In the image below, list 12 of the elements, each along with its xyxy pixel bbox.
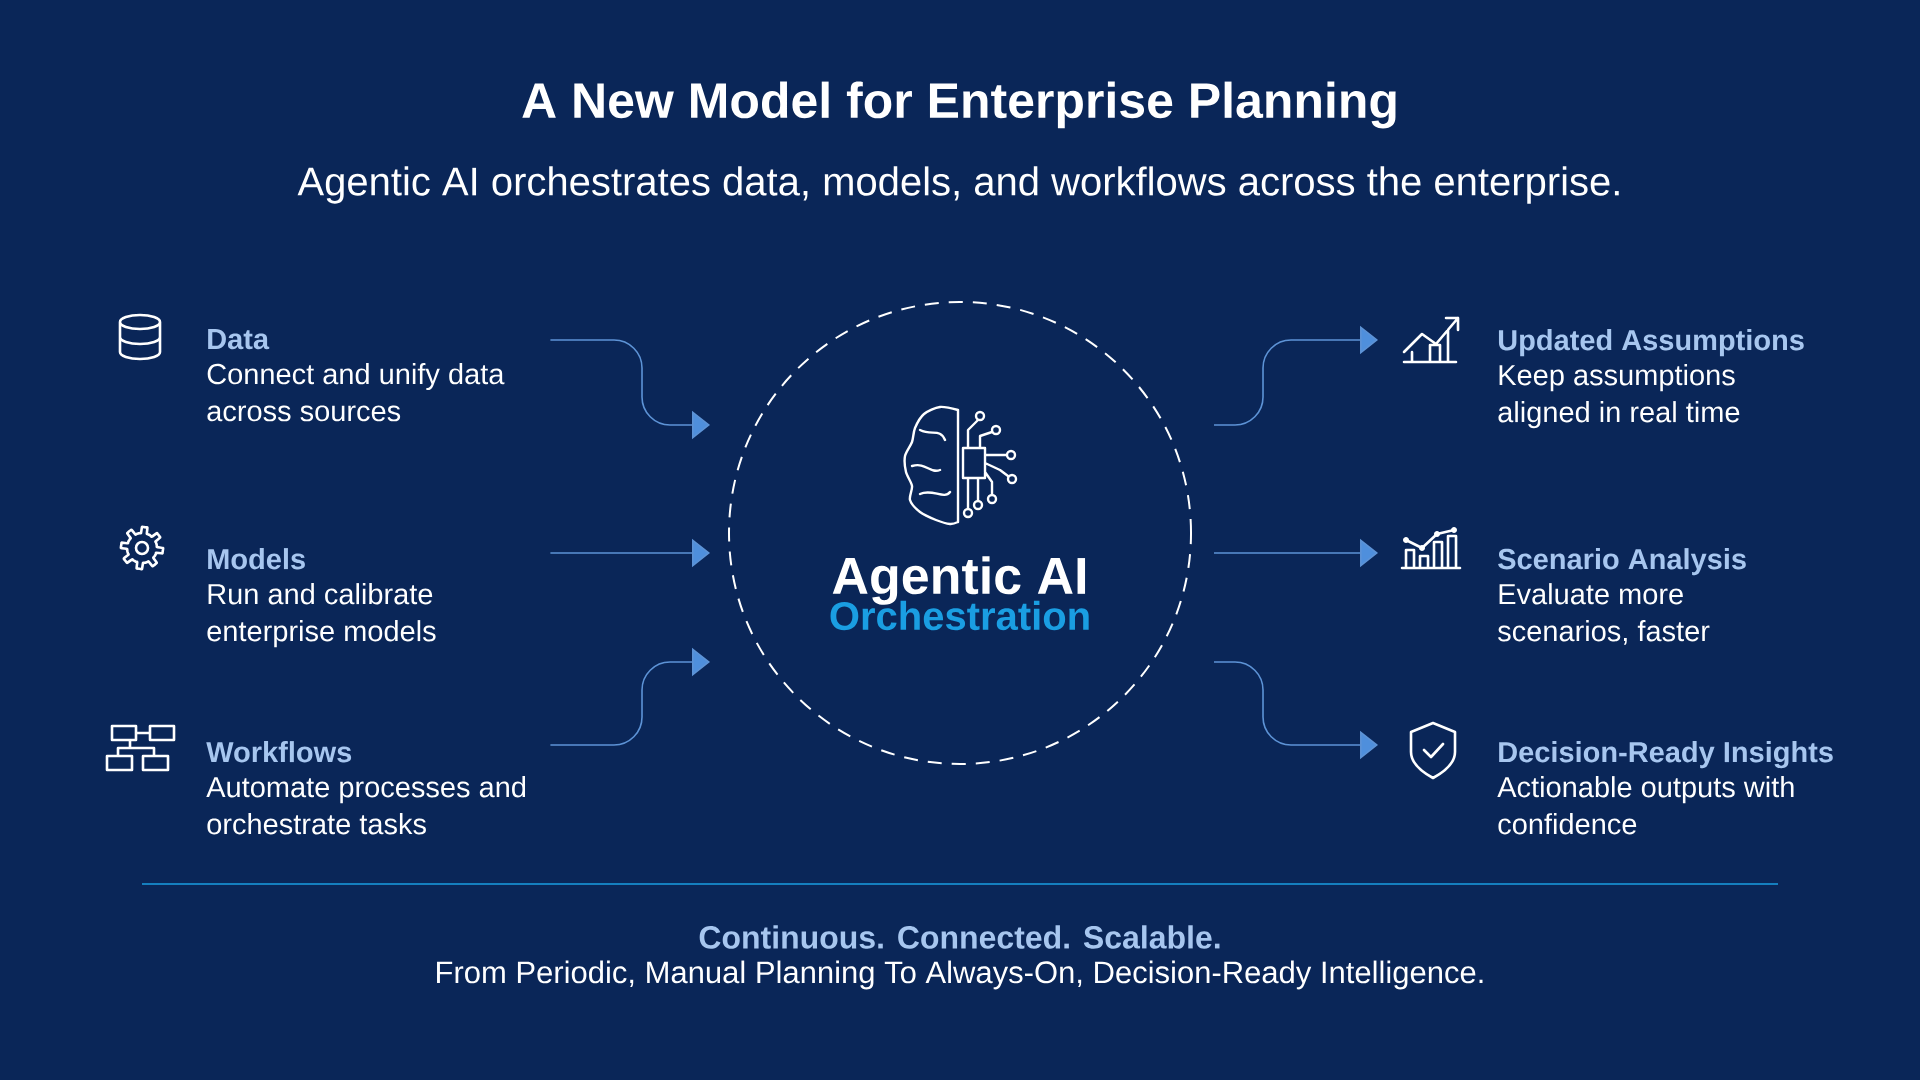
feature-item: Models Run and calibrate enterprise models <box>207 548 436 648</box>
feature-item: Updated Assumptions Keep assumptions aligned in real time <box>1498 329 1804 429</box>
feature-item: Data Connect and unify data across sources <box>207 329 505 422</box>
subtitle: Agentic AI orchestrates data, models, and workflows across the enterprise. <box>297 166 1619 204</box>
tagline: Continuous. Connected. Scalable. <box>699 925 1220 949</box>
footer-text: From Periodic, Manual Planning To Always-On, Decision-Ready Intelligence. <box>437 960 1483 990</box>
title: A New Model for Enterprise Planning <box>522 81 1396 129</box>
feature-item: Decision-Ready Insights Actionable outputs with confidence <box>1497 741 1833 835</box>
arrow <box>549 647 710 746</box>
feature-item: Workflows Automate processes and orchestrate tasks <box>206 741 526 835</box>
feature-item: Scenario Analysis Evaluate more scenarios, faster <box>1498 548 1746 645</box>
arrow <box>1213 325 1378 426</box>
